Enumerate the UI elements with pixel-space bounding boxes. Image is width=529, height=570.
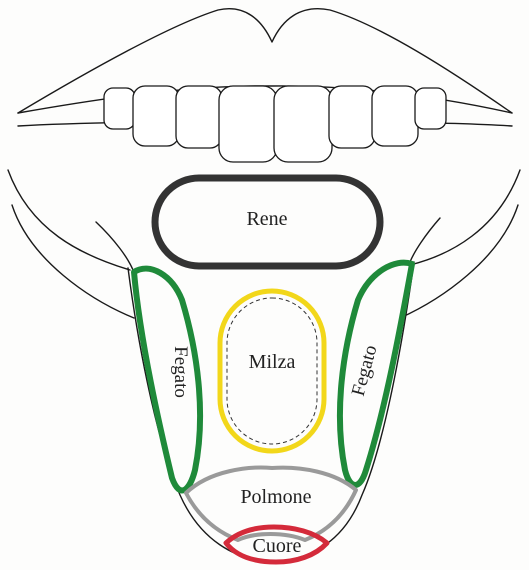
kidney-label: Rene [246, 208, 287, 230]
right-inner-line [410, 218, 440, 262]
tooth [372, 86, 418, 146]
left-cheek-line-2 [12, 205, 134, 318]
teeth [104, 86, 446, 162]
tooth [274, 86, 332, 162]
tooth [415, 88, 446, 129]
right-cheek-line [410, 170, 520, 265]
heart-label: Cuore [253, 535, 302, 557]
tooth [219, 86, 277, 162]
left-inner-line [96, 222, 133, 270]
tooth [329, 86, 375, 148]
tooth [133, 86, 179, 146]
right-cheek-line-2 [400, 205, 518, 318]
liver-right-zone [340, 263, 412, 485]
spleen-label: Milza [249, 351, 296, 373]
liver-left-label: Fegato [170, 346, 191, 398]
liver-right-label: Fegato [348, 343, 382, 398]
lung-label: Polmone [240, 486, 311, 508]
tooth [104, 88, 135, 129]
tongue-outline [128, 262, 414, 562]
left-cheek-line [8, 170, 130, 270]
tooth [176, 86, 222, 148]
